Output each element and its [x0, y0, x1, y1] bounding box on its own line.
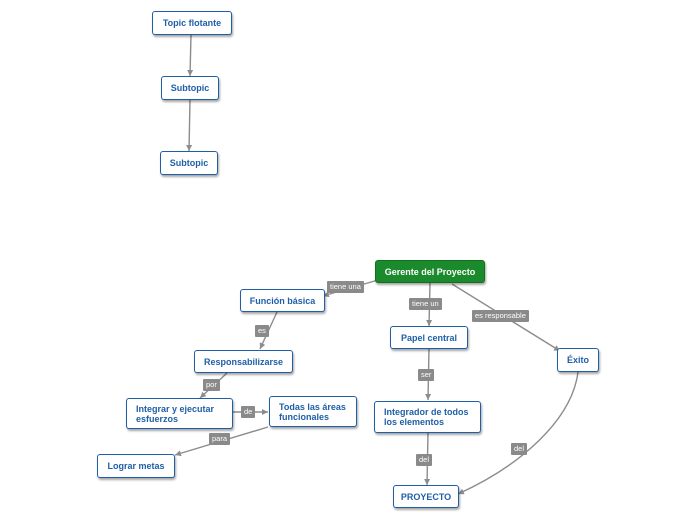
integrador-elementos-node[interactable]: Integrador de todos los elementos	[374, 401, 481, 433]
exito-node[interactable]: Éxito	[557, 348, 599, 372]
link-sub1-sub2	[186, 99, 193, 152]
label-de: de	[241, 406, 256, 418]
lograr-metas-node[interactable]: Lograr metas	[97, 454, 175, 478]
label-es: es	[255, 325, 269, 337]
link-topic-sub1	[187, 34, 194, 77]
label-es-responsable: es responsable	[472, 310, 529, 322]
label-del-exito: del	[511, 443, 528, 455]
proyecto-node[interactable]: PROYECTO	[393, 485, 459, 508]
label-tiene-un: tiene un	[409, 298, 442, 310]
funcion-basica-node[interactable]: Función básica	[240, 289, 325, 312]
gerente-del-proyecto-node[interactable]: Gerente del Proyecto	[375, 260, 485, 283]
subtopic-node-1[interactable]: Subtopic	[161, 76, 219, 100]
label-por: por	[203, 379, 220, 391]
label-ser: ser	[418, 369, 435, 381]
papel-central-node[interactable]: Papel central	[390, 326, 468, 349]
link-exito-proyecto	[457, 371, 579, 495]
label-tiene-una: tiene una	[327, 281, 364, 293]
integrar-ejecutar-node[interactable]: Integrar y ejecutar esfuerzos	[126, 398, 233, 429]
subtopic-node-2[interactable]: Subtopic	[160, 151, 218, 175]
topic-flotante-node[interactable]: Topic flotante	[152, 11, 232, 35]
todas-las-areas-node[interactable]: Todas las áreas funcionales	[269, 396, 357, 427]
label-del-integrador: del	[416, 454, 433, 466]
label-para: para	[209, 433, 231, 445]
responsabilizarse-node[interactable]: Responsabilizarse	[194, 350, 293, 373]
